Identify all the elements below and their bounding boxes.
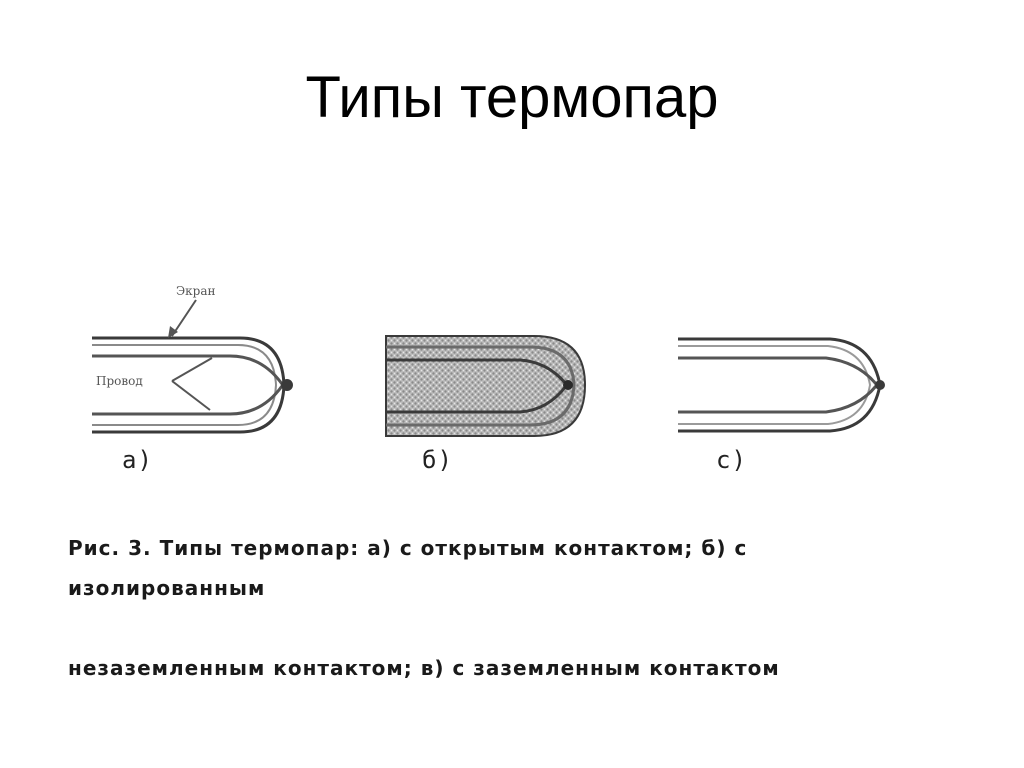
callout-screen: Экран (176, 284, 216, 298)
caption-line-1: Рис. 3. Типы термопар: а) с открытым кон… (68, 536, 748, 600)
panel-b-junction (563, 380, 573, 390)
panel-c-label: с) (716, 446, 747, 474)
panel-b-diagram (385, 335, 587, 437)
panel-a-diagram (92, 299, 293, 434)
panel-c-junction (875, 380, 885, 390)
panel-b-label: б) (422, 446, 453, 474)
panel-b-wire-bottom (386, 385, 568, 414)
slide-title: Типы термопар (305, 65, 719, 130)
panel-a-junction (281, 379, 293, 391)
panel-a-wire-bottom (92, 385, 284, 416)
figure-caption: Рис. 3. Типы термопар: а) с открытым кон… (68, 488, 928, 728)
caption-line-2: незаземленным контактом; в) с заземленны… (68, 656, 780, 680)
panel-a-screen-arrowhead (168, 326, 178, 338)
panel-c-diagram (678, 337, 885, 433)
panel-a-sheath-inner (92, 344, 278, 426)
panel-b-sheath-inner (386, 345, 576, 427)
callout-wires: Провод (96, 374, 143, 388)
panel-b-wire-top (386, 358, 568, 385)
panel-c-wire-top (678, 356, 878, 385)
panel-c-wire-bottom (678, 385, 878, 414)
panel-a-screen-arrow (171, 299, 197, 337)
panel-a-wire-arrow-bottom (171, 380, 211, 411)
panel-a-wire-arrow-top (171, 357, 213, 382)
panel-a-label: а) (122, 446, 153, 474)
panel-a-wire-top (92, 354, 284, 385)
panel-c-sheath-inner (678, 345, 872, 425)
